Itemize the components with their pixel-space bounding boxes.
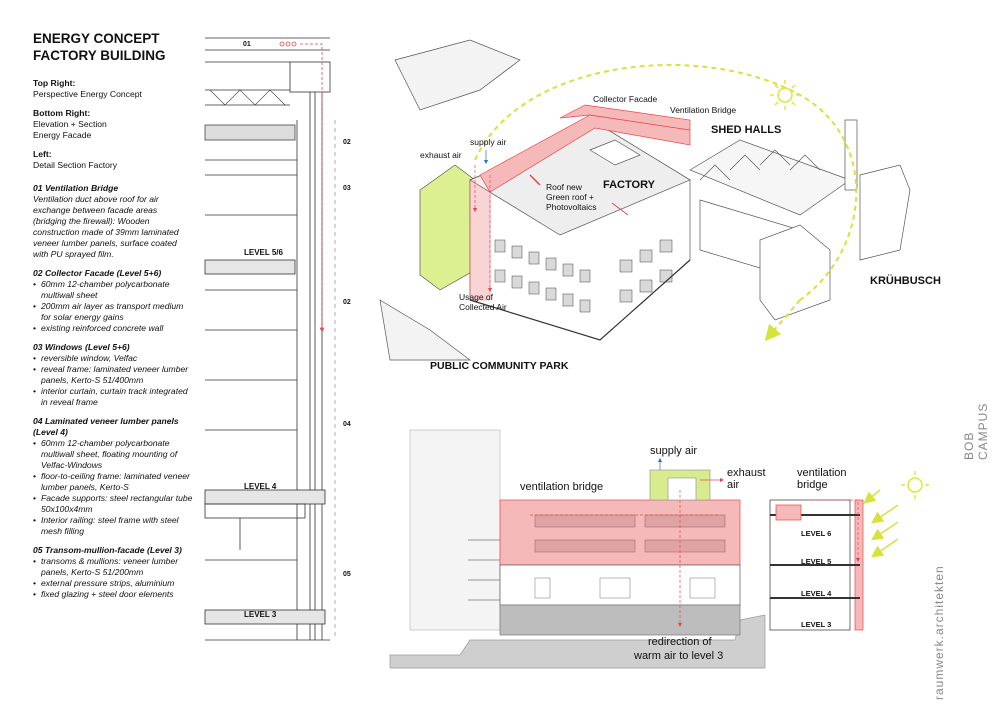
list-item: floor-to-ceiling frame: laminated veneer…	[33, 471, 193, 493]
office-name: raumwerk.architekten	[932, 565, 946, 700]
list-item: fixed glazing + steel door elements	[33, 589, 193, 600]
project-name: BOB CAMPUS	[962, 402, 990, 460]
list-item: transoms & mullions: veneer lumber panel…	[33, 556, 193, 578]
label-shed-halls: SHED HALLS	[711, 124, 781, 136]
section-level-5: LEVEL 5	[801, 557, 831, 566]
detail-section	[204, 37, 336, 641]
list-item: existing reinforced concrete wall	[33, 323, 193, 334]
list-item: Facade supports: steel rectangular tube …	[33, 493, 193, 515]
sun-icon	[770, 80, 800, 110]
marker-05: 05	[343, 571, 351, 578]
marker-01: 01	[243, 41, 251, 48]
label-roof: Roof new Green roof + Photovoltaics	[546, 182, 611, 212]
marker-02b: 02	[343, 299, 351, 306]
legend-top-right: Top Right: Perspective Energy Concept	[33, 78, 142, 99]
label-park: PUBLIC COMMUNITY PARK	[430, 360, 569, 372]
list-item: interior curtain, curtain track integrat…	[33, 386, 193, 408]
list-item: external pressure strips, aluminium	[33, 578, 193, 589]
label-kruhbusch: KRÜHBUSCH	[870, 274, 941, 287]
legend-left: Left: Detail Section Factory	[33, 149, 118, 170]
list-item: 60mm 12-chamber polycarbonate multiwall …	[33, 279, 193, 301]
marker-03: 03	[343, 185, 351, 192]
label-elev-ventilation-bridge: ventilation bridge	[520, 481, 603, 493]
marker-04: 04	[343, 421, 351, 428]
label-ventilation-bridge: Ventilation Bridge	[670, 105, 736, 115]
item-lvl-panels: 04 Laminated veneer lumber panels (Level…	[33, 416, 193, 537]
label-factory: FACTORY	[603, 179, 656, 191]
legend-bottom-right: Bottom Right: Elevation + Section Energy…	[33, 108, 107, 140]
detail-markers: 01 02 03 02 04 05 LEVEL 5/6 LEVEL 4 LEVE…	[243, 41, 351, 619]
page-title: ENERGY CONCEPT FACTORY BUILDING	[33, 31, 166, 63]
item-ventilation-bridge: 01 Ventilation Bridge Ventilation duct a…	[33, 183, 179, 259]
section-level-3: LEVEL 3	[801, 620, 831, 629]
list-item: reveal frame: laminated veneer lumber pa…	[33, 364, 193, 386]
perspective-drawing	[379, 39, 911, 361]
perspective-labels: Collector Facade Ventilation Bridge SHED…	[420, 94, 941, 372]
level-56-label: LEVEL 5/6	[244, 248, 284, 257]
label-elev-supply-air: supply air	[650, 445, 697, 457]
label-usage: Usage of Collected Air	[459, 292, 507, 312]
item-collector-facade: 02 Collector Facade (Level 5+6) 60mm 12-…	[33, 268, 193, 334]
item-windows: 03 Windows (Level 5+6) reversible window…	[33, 342, 193, 408]
list-item: 60mm 12-chamber polycarbonate multiwall …	[33, 438, 193, 471]
level-3-label: LEVEL 3	[244, 610, 277, 619]
list-item: reversible window, Velfac	[33, 353, 193, 364]
level-4-label: LEVEL 4	[244, 482, 277, 491]
label-supply-air: supply air	[470, 137, 507, 147]
text-column: ENERGY CONCEPT FACTORY BUILDING Top Righ…	[33, 30, 193, 608]
marker-02: 02	[343, 139, 351, 146]
section-level-4: LEVEL 4	[801, 589, 832, 598]
section-level-6: LEVEL 6	[801, 529, 831, 538]
list-item: 200mm air layer as transport medium for …	[33, 301, 193, 323]
label-collector-facade: Collector Facade	[593, 94, 658, 104]
list-item: Interior railing: steel frame with steel…	[33, 515, 193, 537]
label-exhaust-air: exhaust air	[420, 150, 462, 160]
item-transom-mullion: 05 Transom-mullion-facade (Level 3) tran…	[33, 545, 193, 600]
elevation-drawing	[389, 429, 929, 669]
sun-icon-small	[901, 471, 929, 499]
